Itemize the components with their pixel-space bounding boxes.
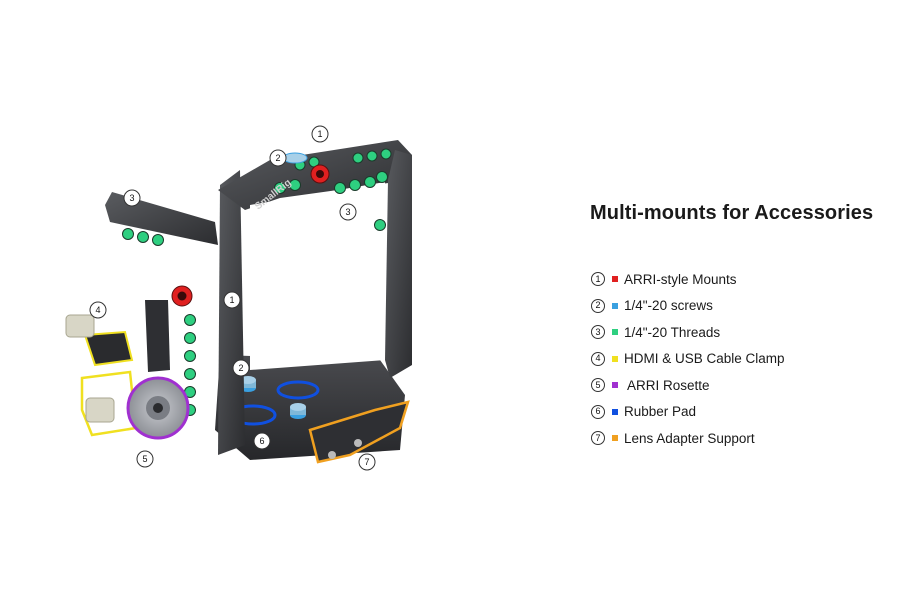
cage-right-upright — [385, 150, 412, 378]
camera-cage-illustration: SmallRig 1 2 3 3 1 4 2 6 5 7 — [65, 125, 412, 471]
svg-text:1: 1 — [317, 129, 322, 139]
legend-swatch — [612, 382, 618, 389]
legend-item-arri-mounts: 1 ARRI-style Mounts — [591, 266, 785, 293]
legend-item-cable-clamp: 4 HDMI & USB Cable Clamp — [591, 346, 785, 373]
legend-swatch — [612, 302, 618, 309]
callout-2-top: 2 — [269, 149, 287, 167]
legend-label: 1/4"-20 Threads — [624, 324, 721, 340]
svg-text:7: 7 — [364, 457, 369, 467]
legend-number: 5 — [591, 378, 605, 393]
legend-label: 1/4"-20 screws — [624, 298, 713, 314]
svg-text:2: 2 — [238, 363, 243, 373]
legend-item-rubber-pad: 6 Rubber Pad — [591, 399, 785, 426]
legend-item-screws: 2 1/4"-20 screws — [591, 293, 785, 320]
svg-text:2: 2 — [275, 153, 280, 163]
callout-1-top: 1 — [311, 125, 329, 143]
legend-item-rosette: 5 ARRI Rosette — [591, 372, 785, 399]
legend-number: 3 — [591, 325, 605, 340]
legend-item-lens-support: 7 Lens Adapter Support — [591, 425, 785, 452]
cable-clamp — [65, 314, 138, 437]
svg-text:6: 6 — [259, 436, 264, 446]
legend-number: 7 — [591, 431, 605, 446]
callout-3-arm: 3 — [123, 189, 141, 207]
legend-number: 4 — [591, 351, 605, 366]
side-clamp-post — [145, 300, 170, 372]
legend-label: ARRI-style Mounts — [624, 271, 737, 287]
legend-label: HDMI & USB Cable Clamp — [624, 351, 785, 367]
top-screw — [282, 152, 308, 164]
legend-item-threads: 3 1/4"-20 Threads — [591, 319, 785, 346]
callout-1-side: 1 — [223, 291, 241, 309]
svg-text:1: 1 — [229, 295, 234, 305]
callout-2-plate: 2 — [232, 359, 250, 377]
feature-legend: 1 ARRI-style Mounts 2 1/4"-20 screws 3 1/4"… — [591, 266, 785, 452]
svg-text:3: 3 — [129, 193, 134, 203]
legend-swatch — [612, 408, 618, 415]
legend-swatch — [612, 276, 618, 283]
legend-swatch — [612, 435, 618, 442]
svg-text:4: 4 — [95, 305, 100, 315]
legend-number: 6 — [591, 404, 605, 419]
cage-left-upright — [218, 170, 245, 455]
svg-text:5: 5 — [142, 454, 147, 464]
rubber-pad-right — [276, 380, 320, 400]
legend-number: 1 — [591, 272, 605, 287]
legend-label: Rubber Pad — [624, 404, 697, 420]
legend-number: 2 — [591, 298, 605, 313]
callout-3-top: 3 — [339, 203, 357, 221]
callout-6: 6 — [253, 432, 271, 450]
legend-label: ARRI Rosette — [627, 377, 710, 393]
callout-4: 4 — [89, 301, 107, 319]
svg-text:3: 3 — [345, 207, 350, 217]
callout-5: 5 — [136, 450, 154, 468]
legend-swatch — [612, 329, 618, 336]
plate-screw-2 — [290, 403, 306, 419]
legend-label: Lens Adapter Support — [624, 430, 755, 446]
callout-7: 7 — [358, 453, 376, 471]
section-title: Multi-mounts for Accessories — [590, 202, 874, 224]
lens-adapter-support — [308, 400, 410, 464]
legend-swatch — [612, 355, 618, 362]
